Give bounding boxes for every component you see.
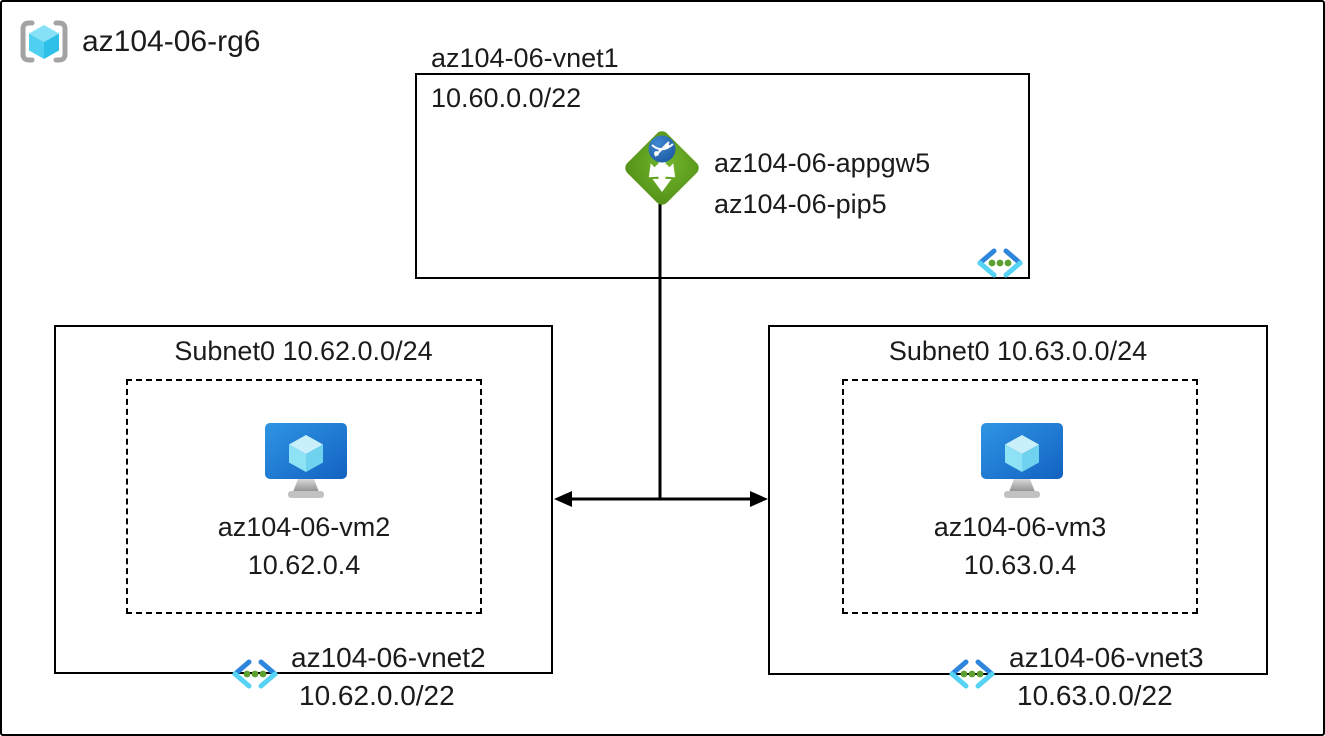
application-gateway-icon bbox=[625, 131, 699, 205]
subnet-right-title: Subnet0 10.63.0.0/24 bbox=[888, 336, 1148, 366]
vnet1-cidr: 10.60.0.0/22 bbox=[431, 83, 582, 113]
subnet-right-box: Subnet0 10.63.0.0/24 az104-06-vm3 bbox=[768, 325, 1268, 675]
vm-left-ip: 10.62.0.4 bbox=[247, 550, 361, 580]
resource-group-icon bbox=[20, 20, 68, 63]
virtual-network-icon bbox=[232, 659, 278, 689]
resource-group-label: az104-06-rg6 bbox=[82, 24, 261, 58]
subnet-left-box: Subnet0 10.62.0.0/24 az104-06-vm2 bbox=[54, 325, 553, 674]
arrowhead-left bbox=[554, 491, 572, 507]
vnet1-box bbox=[415, 73, 1030, 279]
appgw-name: az104-06-appgw5 bbox=[714, 148, 931, 178]
vnet2-cidr: 10.62.0.0/22 bbox=[299, 680, 455, 711]
appgw-pip: az104-06-pip5 bbox=[714, 189, 887, 219]
vnet1-name: az104-06-vnet1 bbox=[431, 43, 619, 73]
subnet-left-title: Subnet0 10.62.0.0/24 bbox=[174, 336, 433, 366]
arrowhead-right bbox=[750, 491, 768, 507]
virtual-network-icon bbox=[977, 248, 1023, 278]
vnet3-cidr: 10.63.0.0/22 bbox=[1017, 680, 1173, 711]
virtual-machine-icon bbox=[981, 423, 1063, 498]
virtual-network-icon bbox=[949, 659, 995, 689]
vm-right-name: az104-06-vm3 bbox=[933, 512, 1107, 542]
vm-left-name: az104-06-vm2 bbox=[217, 512, 391, 542]
virtual-machine-icon bbox=[265, 423, 347, 498]
subnet-right-dashed-box: az104-06-vm3 10.63.0.4 bbox=[842, 379, 1198, 614]
vnet2-name: az104-06-vnet2 bbox=[291, 642, 486, 673]
subnet-left-dashed-box: az104-06-vm2 10.62.0.4 bbox=[126, 379, 482, 614]
appgw-labels: az104-06-appgw5 az104-06-pip5 bbox=[714, 143, 930, 225]
resource-group-header: az104-06-rg6 bbox=[20, 20, 260, 63]
vnet3-name: az104-06-vnet3 bbox=[1009, 642, 1204, 673]
vm-right-ip: 10.63.0.4 bbox=[963, 550, 1077, 580]
